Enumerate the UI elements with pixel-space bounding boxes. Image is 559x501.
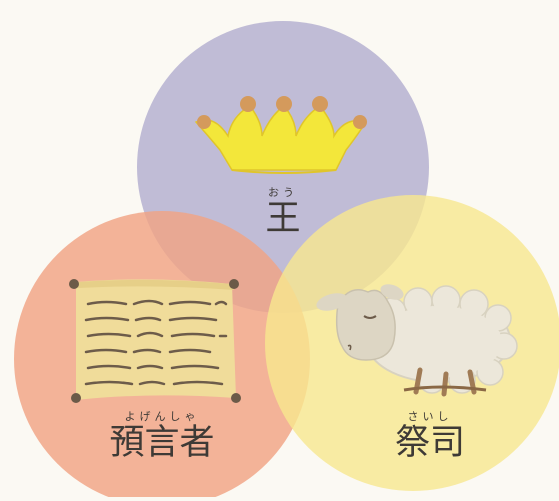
priest-ruby: さいし (407, 410, 453, 423)
prophet-label: 預言者 (109, 423, 215, 463)
scroll-icon (69, 279, 241, 403)
king-ruby: おう (268, 186, 298, 199)
king-label: 王 (265, 199, 301, 239)
crown-icon (194, 96, 368, 174)
sheep-icon (316, 284, 518, 397)
priest-label: 祭司 (394, 423, 466, 463)
prophet-ruby: よげんしゃ (124, 410, 200, 423)
